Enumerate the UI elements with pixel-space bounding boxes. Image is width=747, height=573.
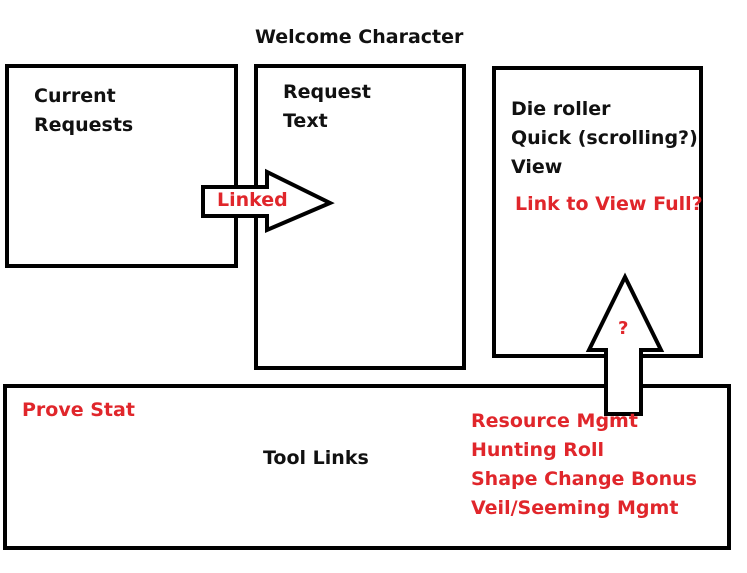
current-requests-panel[interactable] (5, 64, 238, 268)
die-roller-label-line1: Die roller (511, 98, 611, 120)
link-to-view-full-note[interactable]: Link to View Full? (515, 193, 703, 215)
request-text-label-line1: Request (283, 81, 371, 103)
hunting-roll-link[interactable]: Hunting Roll (471, 439, 604, 461)
up-arrow (585, 272, 665, 416)
linked-label: Linked (217, 189, 288, 211)
tool-links-label: Tool Links (263, 447, 369, 469)
die-roller-panel[interactable] (492, 66, 703, 358)
current-requests-label-line2: Requests (34, 114, 134, 136)
page-title: Welcome Character (255, 26, 464, 48)
current-requests-label-line1: Current (34, 85, 116, 107)
resource-mgmt-link[interactable]: Resource Mgmt (471, 410, 638, 432)
request-text-label-line2: Text (283, 110, 328, 132)
tool-links-panel[interactable] (3, 384, 731, 550)
veil-seeming-mgmt-link[interactable]: Veil/Seeming Mgmt (471, 497, 679, 519)
question-mark-label: ? (618, 318, 629, 339)
prove-stat-link[interactable]: Prove Stat (22, 399, 135, 421)
die-roller-label-line2: Quick (scrolling?) (511, 127, 698, 149)
die-roller-label-line3: View (511, 156, 563, 178)
linked-arrow (201, 168, 335, 234)
shape-change-bonus-link[interactable]: Shape Change Bonus (471, 468, 697, 490)
